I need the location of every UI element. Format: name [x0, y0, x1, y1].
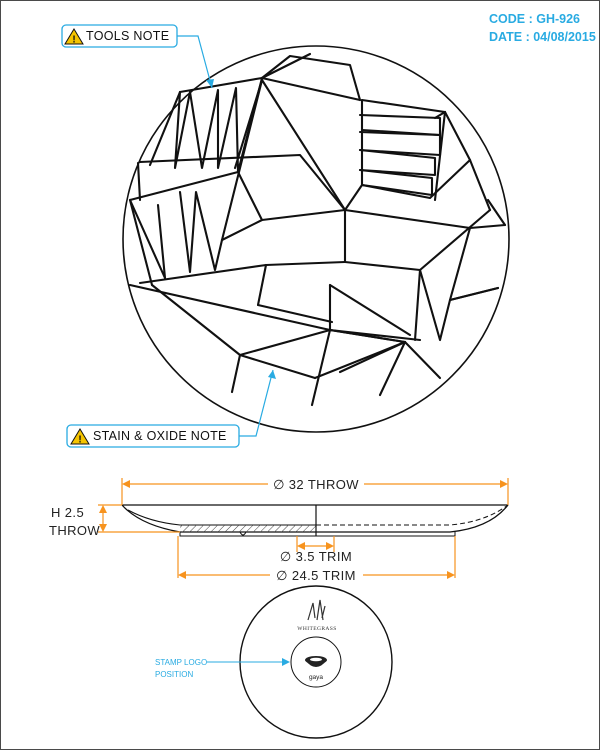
- whitegrass-label: WHITEGRASS: [297, 626, 336, 632]
- stamp-logo-callout: STAMP LOGO POSITION: [155, 658, 290, 679]
- warning-icon: !: [64, 28, 84, 46]
- height-label-line1: H 2.5: [51, 505, 84, 520]
- stain-note-leader: [239, 369, 274, 437]
- small-trim-dimension: [296, 536, 335, 552]
- height-label-line2: THROW: [49, 523, 100, 538]
- throw-diameter-dimension: [121, 478, 509, 505]
- stamp-label-line1: STAMP LOGO: [155, 658, 207, 667]
- tools-note-arrow-icon: [206, 79, 214, 88]
- plate-profile: [121, 504, 509, 537]
- code-date-block: CODE : GH-926 DATE : 04/08/2015: [489, 10, 596, 46]
- stamp-label-line2: POSITION: [155, 670, 193, 679]
- whitegrass-logo-icon: [307, 599, 326, 621]
- code-label: CODE : GH-926: [489, 12, 580, 26]
- gaya-label: gaya: [309, 674, 323, 681]
- large-trim-label: ∅ 24.5 TRIM: [276, 568, 356, 583]
- date-label: DATE : 04/08/2015: [489, 30, 596, 44]
- tools-note-callout: ! TOOLS NOTE: [61, 24, 214, 89]
- large-trim-dimension: [177, 536, 456, 579]
- stain-note-arrow-icon: [268, 370, 276, 379]
- throw-diameter-label: ∅ 32 THROW: [273, 477, 359, 492]
- profile-hatch: [180, 525, 316, 532]
- plate-pattern: [128, 52, 507, 407]
- plate-outline: [122, 45, 510, 433]
- stamp-arrow-icon: [282, 658, 290, 666]
- tools-note-label: TOOLS NOTE: [86, 29, 169, 43]
- svg-text:!: !: [78, 435, 81, 446]
- stain-note-callout: ! STAIN & OXIDE NOTE: [66, 369, 276, 448]
- plate-top-view: [122, 45, 510, 433]
- gaya-bowl-icon: [305, 656, 327, 667]
- stamp-ring: [290, 636, 342, 688]
- small-trim-label: ∅ 3.5 TRIM: [280, 549, 352, 564]
- height-dimension: [98, 504, 180, 533]
- warning-icon: !: [70, 428, 90, 446]
- stain-note-label: STAIN & OXIDE NOTE: [93, 429, 227, 443]
- tools-note-leader: [177, 35, 213, 89]
- svg-text:!: !: [72, 35, 75, 46]
